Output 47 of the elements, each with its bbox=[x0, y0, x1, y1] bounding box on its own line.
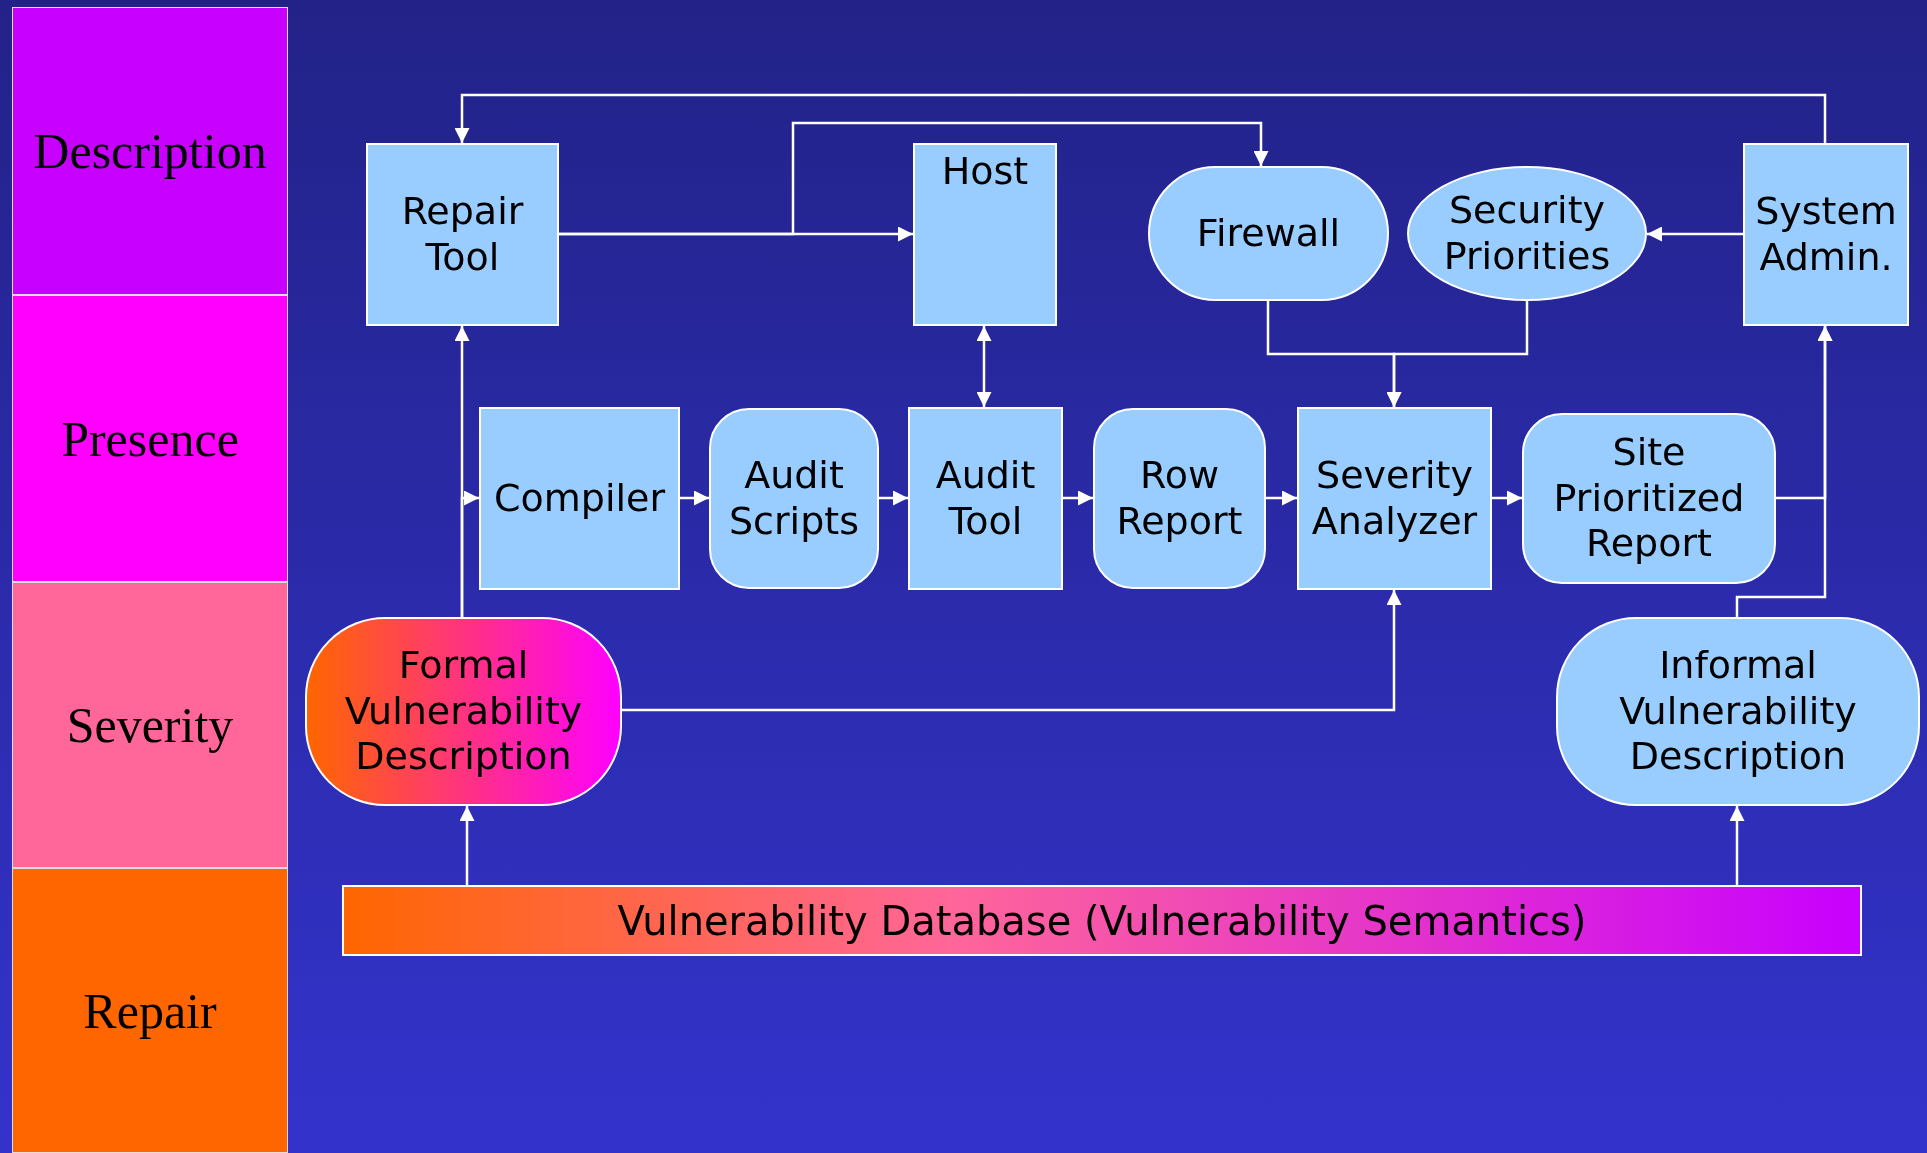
process-box bbox=[366, 143, 559, 326]
arrow bbox=[879, 490, 908, 506]
node-label: Presence bbox=[61, 409, 239, 469]
arrow bbox=[559, 121, 1269, 236]
node-label: Compiler bbox=[493, 475, 665, 522]
node-label: Firewall bbox=[1196, 210, 1341, 257]
lane-band bbox=[12, 295, 288, 582]
node-label: Audit Tool bbox=[934, 452, 1037, 545]
arrow bbox=[460, 490, 479, 617]
node-label: Site Prioritized Report bbox=[1552, 430, 1746, 567]
arrow bbox=[1647, 226, 1743, 242]
process-box bbox=[479, 407, 680, 590]
arrow bbox=[1386, 301, 1529, 407]
node-label: System Admin. bbox=[1754, 188, 1898, 281]
rounded-box bbox=[1522, 413, 1776, 584]
node-label: Informal Vulnerability Description bbox=[1618, 643, 1858, 780]
rounded-box bbox=[1093, 408, 1266, 589]
lane-band bbox=[12, 7, 288, 295]
process-box bbox=[1297, 407, 1492, 590]
node-label: Audit Scripts bbox=[728, 452, 860, 545]
node-label: Host bbox=[941, 149, 1029, 195]
arrow bbox=[1492, 490, 1522, 506]
process-box bbox=[908, 407, 1063, 590]
arrow bbox=[454, 93, 1827, 143]
arrow bbox=[1735, 326, 1833, 617]
arrow bbox=[1266, 490, 1297, 506]
node-label: Vulnerability Database (Vulnerability Semantics) bbox=[617, 896, 1587, 945]
arrow bbox=[1063, 490, 1093, 506]
rounded-box bbox=[709, 408, 879, 589]
arrow bbox=[680, 490, 709, 506]
node-label: Severity Analyzer bbox=[1310, 452, 1479, 545]
node-label: Severity bbox=[66, 696, 234, 755]
node-label: Repair bbox=[83, 981, 217, 1041]
process-box bbox=[913, 143, 1057, 326]
node-label: Repair Tool bbox=[400, 188, 525, 281]
arrow bbox=[459, 806, 475, 885]
arrow bbox=[976, 326, 992, 407]
node-label: Description bbox=[33, 122, 267, 181]
process-box bbox=[1743, 143, 1909, 326]
arrow bbox=[622, 590, 1402, 712]
node-label: Security Priorities bbox=[1442, 187, 1612, 280]
lane-band bbox=[12, 868, 288, 1153]
lane-band bbox=[12, 582, 288, 868]
node-label: Formal Vulnerability Description bbox=[343, 643, 584, 780]
arrow bbox=[1729, 806, 1745, 885]
node-label: Row Report bbox=[1115, 452, 1244, 545]
process-box bbox=[342, 885, 1862, 956]
